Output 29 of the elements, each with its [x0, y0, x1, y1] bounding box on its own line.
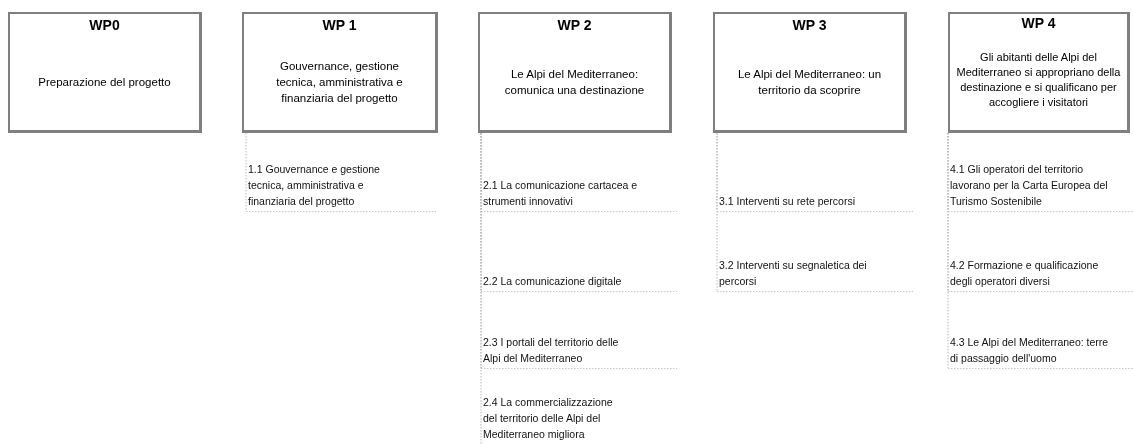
task-label: 4.3 Le Alpi del Mediterraneo: terre di passaggio dell'uomo	[949, 335, 1110, 366]
task-label: 3.2 Interventi su segnaletica dei percorsi	[718, 258, 868, 289]
task-label: 4.1 Gli operatori del territorio lavorano per la Carta Europea del Turismo Sostenibile	[949, 162, 1109, 209]
connector-line	[716, 132, 718, 292]
task-label: 2.2 La comunicazione digitale	[482, 274, 622, 289]
work-package-description: Gli abitanti delle Alpi del Mediterraneo si appropriano della destinazione e si qualificano per accogliere i visitatori	[955, 50, 1122, 110]
work-package-title: WP 4	[1020, 15, 1057, 31]
task-label: 3.1 Interventi su rete percorsi	[718, 194, 855, 209]
connector-line	[245, 132, 247, 212]
work-package-box	[8, 12, 202, 133]
task-label: 2.1 La comunicazione cartacea e strumenti innovativi	[482, 178, 639, 209]
work-package-box	[713, 12, 907, 133]
task-label: 2.3 I portali del territorio delle Alpi del Mediterraneo	[482, 335, 620, 366]
work-package-description: Preparazione del progetto	[38, 75, 171, 90]
work-package-description: Gouvernance, gestione tecnica, amministrativa e finanziaria del progetto	[275, 59, 404, 106]
work-package-title: WP 1	[321, 17, 358, 33]
work-package-description: Le Alpi del Mediterraneo: comunica una destinazione	[503, 67, 646, 98]
work-package-title: WP 2	[556, 17, 593, 33]
connector-line	[947, 132, 949, 369]
work-package-description: Le Alpi del Mediterraneo: un territorio da scoprire	[736, 67, 883, 98]
task-label: 1.1 Gouvernance e gestione tecnica, amministrativa e finanziaria del progetto	[247, 162, 381, 209]
task-label: 4.2 Formazione e qualificazione degli operatori diversi	[949, 258, 1100, 289]
work-package-box	[242, 12, 438, 133]
work-package-box	[948, 12, 1130, 133]
work-package-title: WP0	[88, 17, 121, 33]
task-label: 2.4 La commercializzazione del territorio delle Alpi del Mediterraneo migliora	[482, 395, 614, 442]
work-package-box	[478, 12, 672, 133]
connector-line	[480, 132, 482, 444]
work-package-title: WP 3	[791, 17, 828, 33]
